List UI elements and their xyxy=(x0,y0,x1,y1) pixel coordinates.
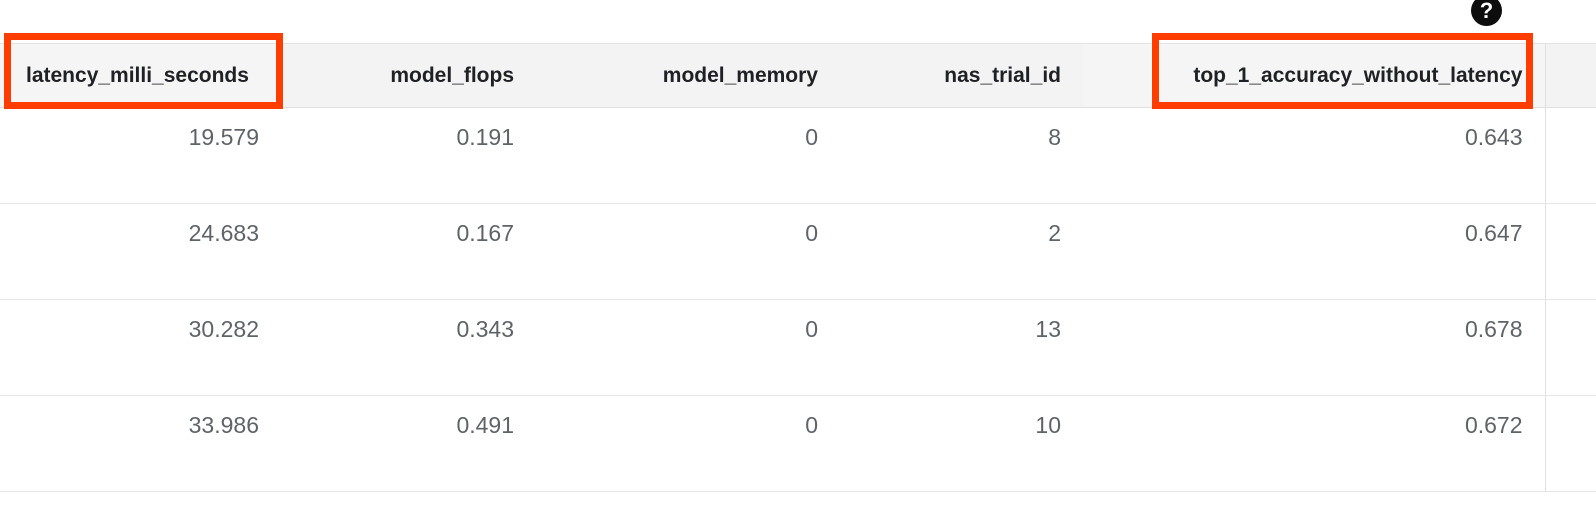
cell-value: 0 xyxy=(805,316,818,342)
table-header-row: latency_milli_seconds model_flops model_… xyxy=(0,43,1596,108)
cell-top-1-accuracy-without-latency: 0.672 xyxy=(1083,395,1545,492)
cell-value: 13 xyxy=(1035,316,1061,342)
cell-value: 8 xyxy=(1048,124,1061,150)
cell-overflow xyxy=(1544,299,1596,396)
column-header-model-flops[interactable]: model_flops xyxy=(283,43,536,108)
column-header-nas-trial-id[interactable]: nas_trial_id xyxy=(840,43,1083,108)
cell-model-flops: 0.191 xyxy=(283,107,536,204)
results-table-container: latency_milli_seconds model_flops model_… xyxy=(0,43,1596,492)
cell-value: 10 xyxy=(1035,412,1061,438)
cell-value: 0.643 xyxy=(1464,124,1523,150)
table-row[interactable]: 19.579 0.191 0 8 0.643 xyxy=(0,107,1596,204)
cell-nas-trial-id: 10 xyxy=(840,395,1083,492)
cell-top-1-accuracy-without-latency: 0.647 xyxy=(1083,203,1545,300)
table-row[interactable]: 33.986 0.491 0 10 0.672 xyxy=(0,395,1596,492)
column-header-top-1-accuracy-without-latency[interactable]: top_1_accuracy_without_latency xyxy=(1083,43,1545,108)
column-header-overflow xyxy=(1544,43,1596,108)
cell-value: 0 xyxy=(805,220,818,246)
table-row[interactable]: 24.683 0.167 0 2 0.647 xyxy=(0,203,1596,300)
cell-value: 0.647 xyxy=(1464,220,1523,246)
cell-top-1-accuracy-without-latency: 0.678 xyxy=(1083,299,1545,396)
cell-model-flops: 0.167 xyxy=(283,203,536,300)
cell-value: 33.986 xyxy=(188,412,259,438)
table-body: 19.579 0.191 0 8 0.643 24.683 0.167 0 2 0.647 30.2… xyxy=(0,107,1596,492)
cell-value: 2 xyxy=(1048,220,1061,246)
cell-value: 30.282 xyxy=(188,316,259,342)
table-row[interactable]: 30.282 0.343 0 13 0.678 xyxy=(0,299,1596,396)
cell-top-1-accuracy-without-latency: 0.643 xyxy=(1083,107,1545,204)
cell-value: 0.343 xyxy=(456,316,514,342)
cell-overflow xyxy=(1544,107,1596,204)
cell-model-flops: 0.491 xyxy=(283,395,536,492)
column-header-latency-milli-seconds[interactable]: latency_milli_seconds xyxy=(0,43,283,108)
cell-value: 0.672 xyxy=(1464,412,1523,438)
cell-value: 0.167 xyxy=(456,220,514,246)
help-circle-icon[interactable]: ? xyxy=(1471,0,1502,26)
cell-overflow xyxy=(1544,203,1596,300)
cell-model-memory: 0 xyxy=(536,299,840,396)
cell-value: 19.579 xyxy=(188,124,259,150)
cell-nas-trial-id: 8 xyxy=(840,107,1083,204)
cell-model-memory: 0 xyxy=(536,107,840,204)
cell-latency-milli-seconds: 30.282 xyxy=(0,299,283,396)
cell-model-memory: 0 xyxy=(536,203,840,300)
cell-value: 0.491 xyxy=(456,412,514,438)
cell-model-memory: 0 xyxy=(536,395,840,492)
cell-latency-milli-seconds: 33.986 xyxy=(0,395,283,492)
cell-latency-milli-seconds: 19.579 xyxy=(0,107,283,204)
cell-overflow xyxy=(1544,395,1596,492)
column-header-model-memory[interactable]: model_memory xyxy=(536,43,840,108)
cell-nas-trial-id: 2 xyxy=(840,203,1083,300)
cell-value: 0.678 xyxy=(1464,316,1523,342)
nas-results-table: latency_milli_seconds model_flops model_… xyxy=(0,43,1596,492)
cell-nas-trial-id: 13 xyxy=(840,299,1083,396)
cell-model-flops: 0.343 xyxy=(283,299,536,396)
cell-value: 0.191 xyxy=(456,124,514,150)
cell-value: 0 xyxy=(805,412,818,438)
cell-value: 24.683 xyxy=(188,220,259,246)
cell-latency-milli-seconds: 24.683 xyxy=(0,203,283,300)
table-header: latency_milli_seconds model_flops model_… xyxy=(0,43,1596,108)
cell-value: 0 xyxy=(805,124,818,150)
